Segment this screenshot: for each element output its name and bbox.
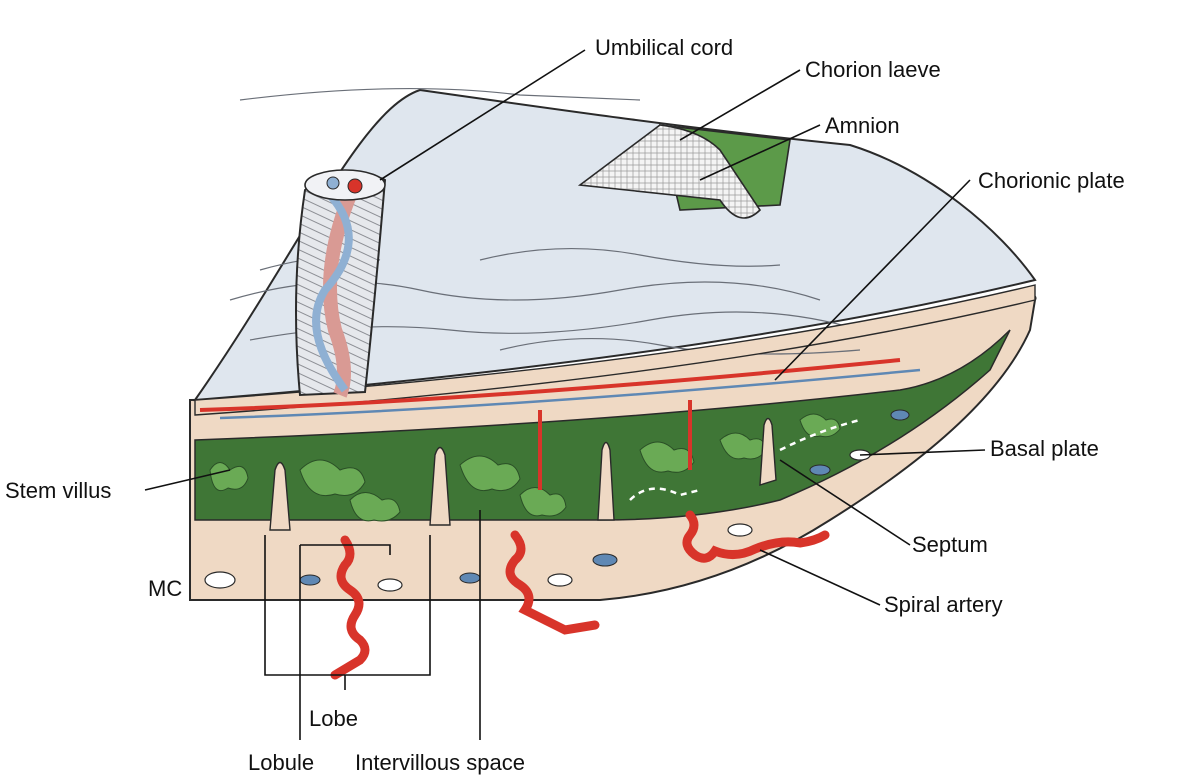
label-lobe: Lobe [309, 706, 358, 731]
label-chorion-laeve: Chorion laeve [805, 57, 941, 82]
label-spiral-artery: Spiral artery [884, 592, 1003, 617]
label-intervillous-space: Intervillous space [355, 750, 525, 775]
label-umbilical-cord: Umbilical cord [595, 35, 733, 60]
label-lobule: Lobule [248, 750, 314, 775]
label-amnion: Amnion [825, 113, 900, 138]
label-septum: Septum [912, 532, 988, 557]
label-chorionic-plate: Chorionic plate [978, 168, 1125, 193]
label-basal-plate: Basal plate [990, 436, 1099, 461]
label-mc: MC [148, 576, 182, 601]
label-stem-villus: Stem villus [5, 478, 111, 503]
